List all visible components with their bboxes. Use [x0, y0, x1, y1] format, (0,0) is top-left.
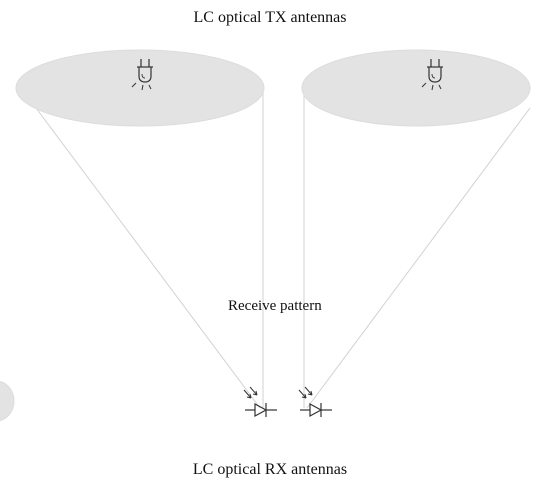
- beam-lines: [35, 92, 531, 409]
- tx-antenna-left: [15, 49, 265, 127]
- photodiode-icon: [243, 386, 278, 418]
- receive-pattern-label: Receive pattern: [228, 298, 322, 314]
- partial-ellipse-left: [0, 380, 15, 422]
- beam-line: [306, 107, 531, 409]
- tx-antenna-right: [301, 49, 531, 127]
- beam-line: [35, 107, 261, 409]
- rx-antennas-title: LC optical RX antennas: [192, 461, 348, 478]
- tx-antennas-title: LC optical TX antennas: [193, 9, 347, 26]
